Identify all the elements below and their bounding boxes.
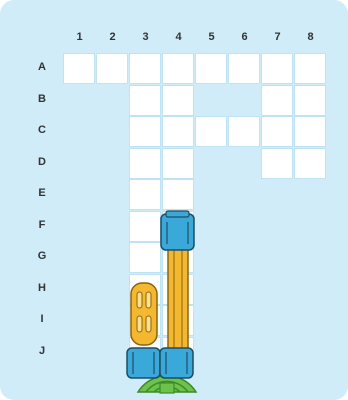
short-yellow-bar[interactable] — [131, 283, 157, 345]
blue-connector-col4 — [160, 348, 193, 378]
long-yellow-bar[interactable] — [161, 211, 194, 360]
blue-connector-col3 — [127, 348, 160, 378]
